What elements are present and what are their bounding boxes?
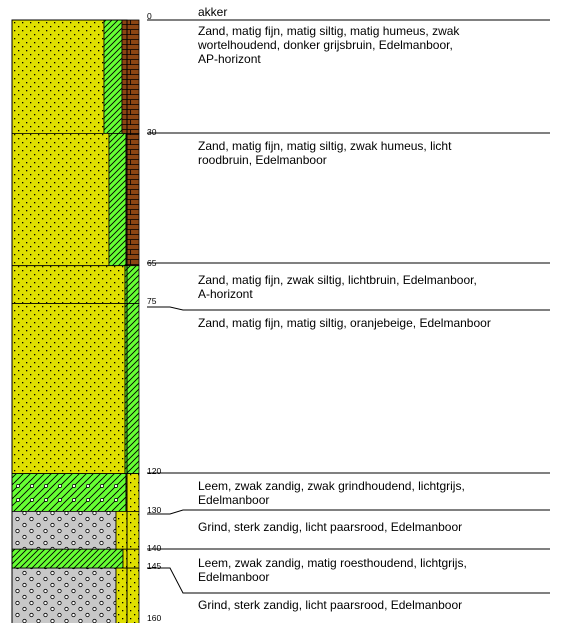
depth-label: 75	[147, 296, 157, 306]
description-line: Edelmanboor	[198, 570, 566, 584]
depth-label: 145	[147, 561, 161, 571]
boundary-line	[147, 307, 550, 310]
layer-description: Zand, matig fijn, matig siltig, oranjebe…	[198, 316, 566, 330]
description-line: A-horizont	[198, 287, 566, 301]
description-line: Zand, matig fijn, matig siltig, matig hu…	[198, 24, 566, 38]
layer-4-loam-fill	[12, 474, 126, 512]
layer-description: Zand, matig fijn, matig siltig, matig hu…	[198, 24, 566, 66]
description-line: Grind, sterk zandig, licht paarsrood, Ed…	[198, 598, 566, 612]
layer-1-loam-fill	[109, 133, 126, 265]
layer-2-sand-fill	[12, 266, 125, 304]
layer-4-sand-fill	[126, 474, 139, 512]
description-line: Zand, matig fijn, zwak siltig, lichtbrui…	[198, 273, 566, 287]
depth-label: 30	[147, 127, 157, 137]
layer-5-gravel-fill	[12, 511, 116, 549]
layer-0-humus-fill	[122, 20, 139, 133]
description-line: Zand, matig fijn, matig siltig, zwak hum…	[198, 139, 566, 153]
layer-description: Leem, zwak zandig, zwak grindhoudend, li…	[198, 479, 566, 507]
description-line: Zand, matig fijn, matig siltig, oranjebe…	[198, 316, 566, 330]
layer-description: Zand, matig fijn, zwak siltig, lichtbrui…	[198, 273, 566, 301]
description-line: Leem, zwak zandig, matig roesthoudend, l…	[198, 556, 566, 570]
layer-6-sand-fill	[123, 549, 139, 568]
description-line: roodbruin, Edelmanboor	[198, 153, 566, 167]
layer-0-sand-fill	[12, 20, 104, 133]
description-line: Grind, sterk zandig, licht paarsrood, Ed…	[198, 520, 566, 534]
depth-label: 140	[147, 543, 161, 553]
description-line: AP-horizont	[198, 52, 566, 66]
layer-1-sand-fill	[12, 133, 109, 265]
boundary-line	[147, 510, 550, 514]
layer-description: Grind, sterk zandig, licht paarsrood, Ed…	[198, 520, 566, 534]
land-use-text: akker	[198, 5, 566, 19]
layer-6-loam-fill	[12, 549, 123, 568]
layer-description: Leem, zwak zandig, matig roesthoudend, l…	[198, 556, 566, 584]
layer-description: Grind, sterk zandig, licht paarsrood, Ed…	[198, 598, 566, 612]
land-use-label: akker	[198, 5, 566, 19]
lithology-column	[12, 20, 139, 623]
end-depth-label: 160	[147, 613, 161, 623]
description-line: Leem, zwak zandig, zwak grindhoudend, li…	[198, 479, 566, 493]
layer-3-sand-fill	[12, 304, 125, 474]
layer-1-humus-fill	[126, 133, 139, 265]
layer-0-loam-fill	[104, 20, 122, 133]
description-line: wortelhoudend, donker grijsbruin, Edelma…	[198, 38, 566, 52]
layer-7-gravel-fill	[12, 568, 116, 623]
description-line: Edelmanboor	[198, 493, 566, 507]
layer-description: Zand, matig fijn, matig siltig, zwak hum…	[198, 139, 566, 167]
depth-label: 120	[147, 466, 161, 476]
